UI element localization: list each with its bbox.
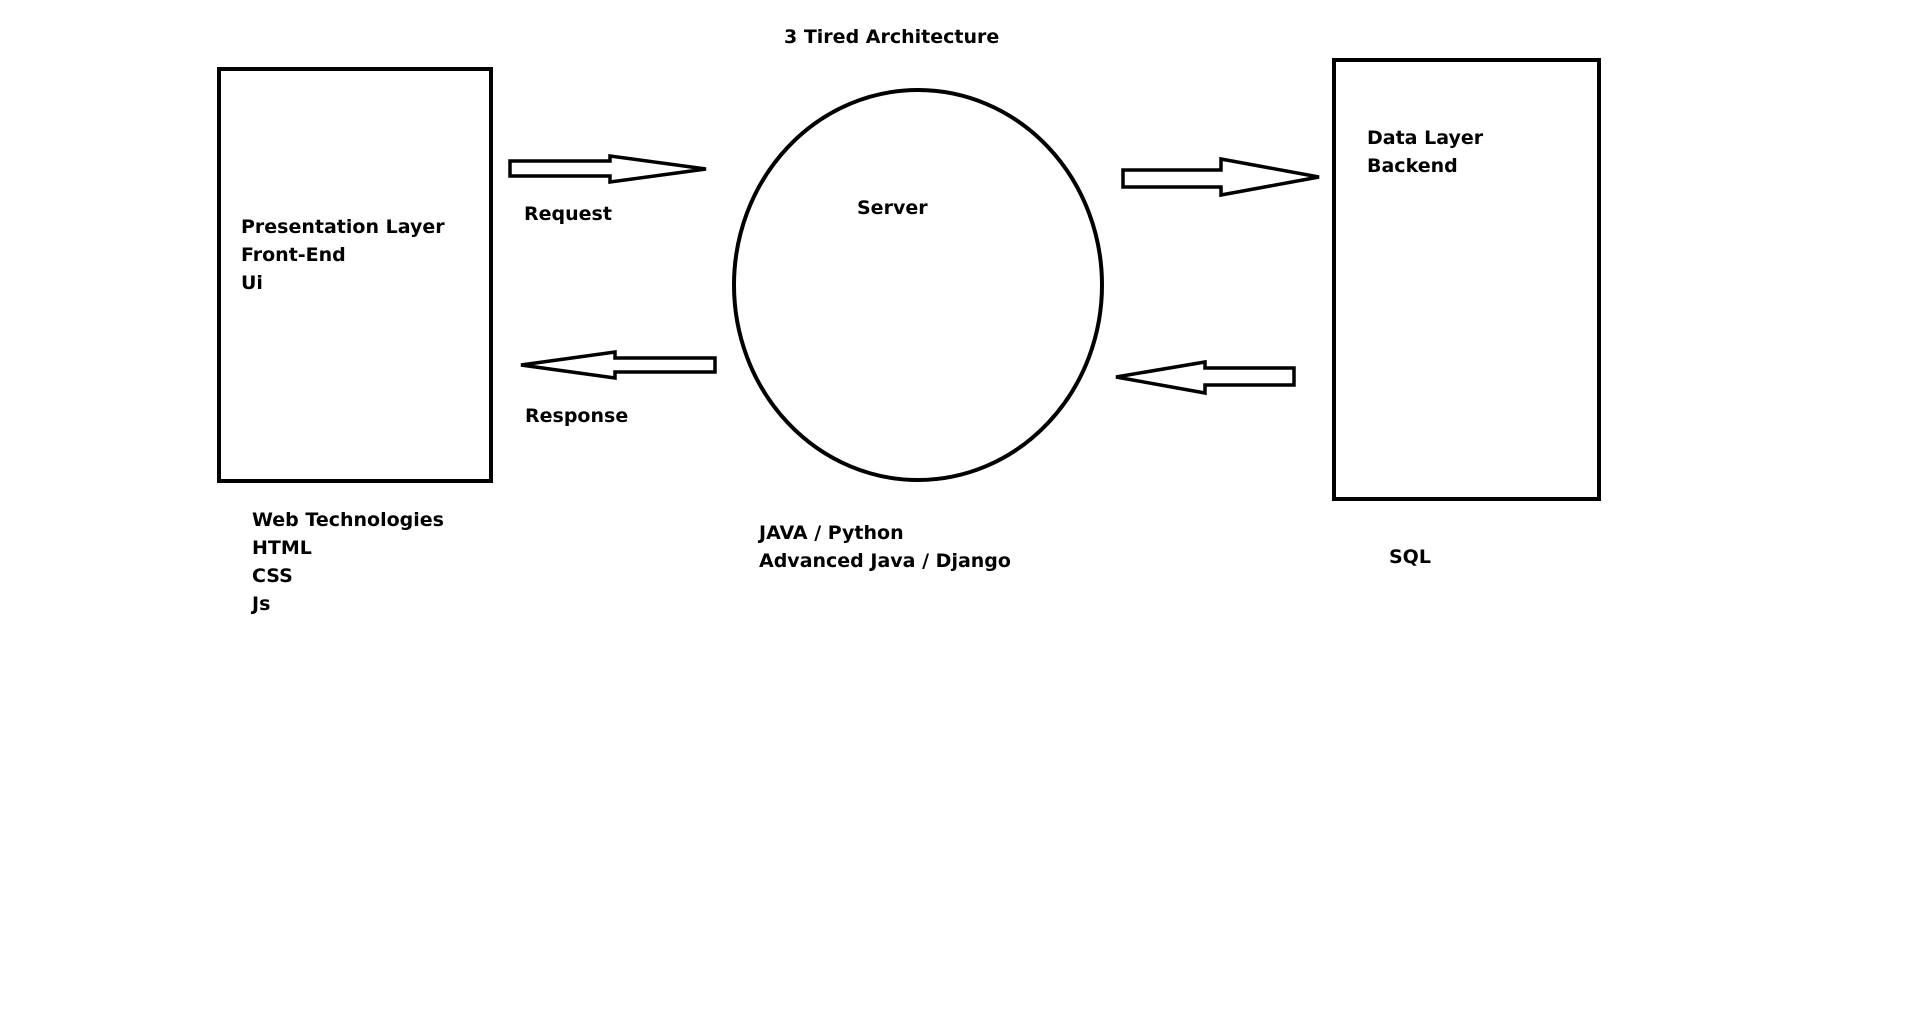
data-line-2: Backend xyxy=(1367,155,1458,177)
presentation-tech-3: CSS xyxy=(252,565,293,587)
presentation-line-2: Front-End xyxy=(241,244,346,266)
data-layer-box xyxy=(1332,58,1601,501)
response-arrow xyxy=(520,349,717,381)
server-circle xyxy=(732,88,1104,482)
presentation-tech-1: Web Technologies xyxy=(252,509,444,531)
presentation-layer-box xyxy=(217,67,493,483)
server-to-data-arrow xyxy=(1121,156,1320,198)
presentation-line-3: Ui xyxy=(241,272,263,294)
data-tech-label: SQL xyxy=(1389,546,1431,568)
server-tech-1: JAVA / Python xyxy=(759,522,904,544)
server-tech-2: Advanced Java / Django xyxy=(759,550,1011,572)
server-label: Server xyxy=(857,197,928,219)
response-label: Response xyxy=(525,405,629,427)
data-to-server-arrow xyxy=(1115,359,1296,396)
data-layer-label: Data Layer Backend xyxy=(1367,124,1483,180)
request-arrow xyxy=(508,153,707,185)
presentation-line-1: Presentation Layer xyxy=(241,216,445,238)
presentation-tech-4: Js xyxy=(252,593,271,615)
presentation-layer-label: Presentation Layer Front-End Ui xyxy=(241,213,445,297)
server-tech-list: JAVA / Python Advanced Java / Django xyxy=(759,519,1011,575)
request-label: Request xyxy=(524,203,612,225)
presentation-tech-list: Web Technologies HTML CSS Js xyxy=(252,506,444,618)
presentation-tech-2: HTML xyxy=(252,537,312,559)
diagram-title: 3 Tired Architecture xyxy=(784,26,1000,48)
data-line-1: Data Layer xyxy=(1367,127,1484,149)
